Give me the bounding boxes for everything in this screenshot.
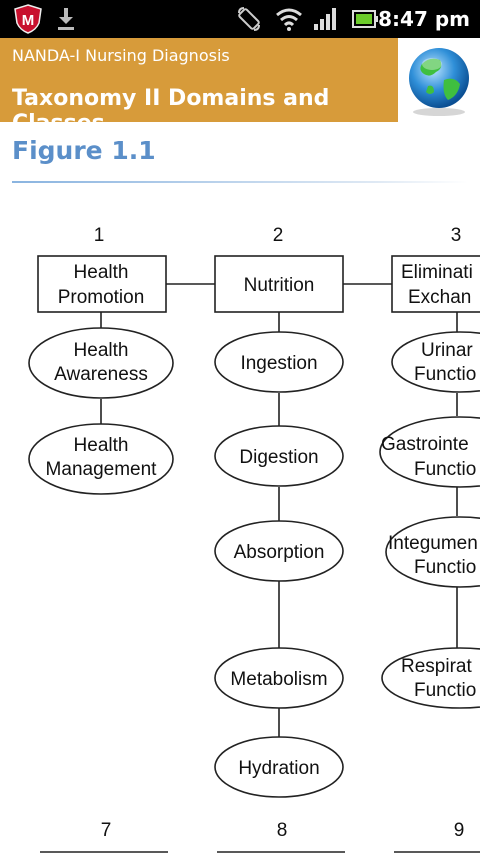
domain-number: 1: [94, 225, 105, 246]
class-label: Gastrointe: [381, 434, 469, 455]
battery-icon: [350, 0, 380, 38]
wifi-icon: [274, 0, 304, 38]
class-label: Awareness: [54, 364, 148, 385]
status-time: 8:47 pm: [378, 7, 470, 31]
taxonomy-diagram-svg: 1 2 3 Health Promotion Nutrition Elimina…: [28, 225, 480, 853]
class-label: Urinar: [421, 340, 473, 361]
class-label: Management: [46, 459, 158, 480]
class-label: Integumen: [388, 533, 478, 554]
signal-icon: [311, 0, 341, 38]
class-label: Health: [74, 340, 129, 361]
figure-title: Figure 1.1: [12, 136, 156, 165]
domain-label: Promotion: [58, 287, 145, 308]
app-name: NANDA-I Nursing Diagnosis: [12, 46, 230, 65]
domain-box: [214, 255, 344, 313]
class-label: Functio: [414, 459, 476, 480]
domain-number: 9: [454, 820, 465, 841]
class-ellipse: [391, 331, 480, 393]
domain-box: [391, 255, 480, 313]
screen-rotate-icon: [234, 0, 264, 38]
domain-number: 7: [101, 820, 112, 841]
class-label: Digestion: [239, 447, 318, 468]
status-bar: M: [0, 0, 480, 38]
taxonomy-diagram: 1 2 3 Health Promotion Nutrition Elimina…: [0, 200, 480, 854]
domain-label: Health: [74, 262, 129, 283]
class-ellipse: [381, 647, 480, 709]
page-title: Taxonomy II Domains and Classes: [12, 86, 330, 136]
class-label: Health: [74, 435, 129, 456]
class-ellipse: [214, 331, 344, 393]
class-label: Functio: [414, 557, 476, 578]
domain-label: Nutrition: [244, 275, 315, 296]
class-ellipse: [214, 425, 344, 487]
class-ellipse: [379, 416, 480, 488]
class-ellipse: [214, 736, 344, 798]
domain-label: Eliminati: [401, 262, 473, 283]
class-ellipse: [28, 327, 174, 399]
class-label: Respirat: [401, 656, 472, 677]
globe-icon[interactable]: [398, 38, 480, 122]
domain-box: [37, 255, 167, 313]
class-label: Metabolism: [230, 669, 327, 690]
class-ellipse: [28, 423, 174, 495]
class-label: Ingestion: [240, 353, 317, 374]
download-icon: [54, 0, 78, 38]
figure-divider: [12, 181, 468, 183]
class-ellipse: [214, 520, 344, 582]
domain-number: 3: [451, 225, 462, 246]
svg-text:M: M: [22, 12, 35, 29]
class-label: Functio: [414, 364, 476, 385]
class-label: Absorption: [234, 542, 325, 563]
class-label: Functio: [414, 680, 476, 701]
domain-label: Exchan: [408, 287, 471, 308]
domain-number: 2: [273, 225, 284, 246]
mcafee-shield-icon: M: [10, 0, 46, 38]
app-header: NANDA-I Nursing Diagnosis Taxonomy II Do…: [0, 38, 398, 136]
class-label: Hydration: [238, 758, 319, 779]
domain-number: 8: [277, 820, 288, 841]
class-ellipse: [385, 516, 480, 588]
class-ellipse: [214, 647, 344, 709]
